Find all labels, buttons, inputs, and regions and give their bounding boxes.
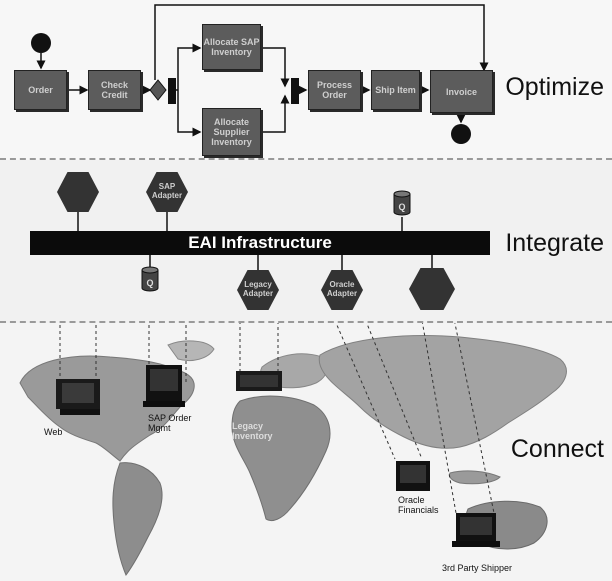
integrate-layer: SAP Adapter Q EAI Infrastructure Q Legac… [0,160,612,323]
web-adapter-hexagon [57,172,99,212]
sap-server-icon [143,365,185,407]
legacy-inventory-label: Legacy Inventory [232,421,273,441]
process-flow-arrows [31,4,489,144]
shipper-computer-icon [452,513,500,547]
connect-layer: Web SAP Order Mgmt Legacy Inventory Orac… [0,323,612,581]
end-node [451,124,471,144]
indonesia-shape [449,470,501,485]
oracle-server-icon [396,461,430,491]
legacy-server-icon [236,371,282,391]
africa-shape [231,395,331,522]
queue-cylinder-top: Q [393,190,411,216]
connect-label: Connect [510,435,604,463]
eai-infrastructure-label: EAI Infrastructure [188,233,332,252]
allocate-supplier-inventory-step: Allocate Supplier Inventory [202,108,261,156]
adapter-connectors [77,212,433,272]
optimize-label: Optimize [505,73,604,101]
asia-shape [318,335,567,449]
greenland-shape [167,340,215,362]
web-computer-icon [56,379,100,415]
eai-infrastructure-bus: EAI Infrastructure [30,231,490,255]
oracle-adapter-label: Oracle Adapter [326,280,358,298]
oracle-financials-label: Oracle Financials [398,495,439,515]
check-credit-step: Check Credit [88,70,141,110]
south-america-shape [112,462,163,576]
allocate-sap-inventory-step: Allocate SAP Inventory [202,24,261,70]
join-bar [291,78,299,104]
fork-bar [168,78,176,104]
start-node [31,33,51,53]
sap-order-mgmt-label: SAP Order Mgmt [148,413,192,433]
queue-symbol-bottom: Q [146,278,153,288]
ship-item-step: Ship Item [371,70,420,110]
third-party-shipper-label: 3rd Party Shipper [442,563,513,573]
legacy-adapter-label: Legacy Adapter [242,280,274,298]
queue-symbol-top: Q [398,202,405,212]
web-label: Web [44,427,63,437]
invoice-step: Invoice [430,70,493,113]
integrate-label: Integrate [505,229,604,257]
optimize-layer: Order Check Credit Allocate SAP Inventor… [0,0,612,160]
sap-adapter-hexagon: SAP Adapter [146,172,188,212]
order-step: Order [14,70,67,110]
decision-diamond [149,79,167,101]
queue-cylinder-bottom: Q [141,266,159,292]
process-order-step: Process Order [308,70,361,110]
world-map [19,323,567,576]
sap-adapter-label: SAP Adapter [151,182,183,200]
